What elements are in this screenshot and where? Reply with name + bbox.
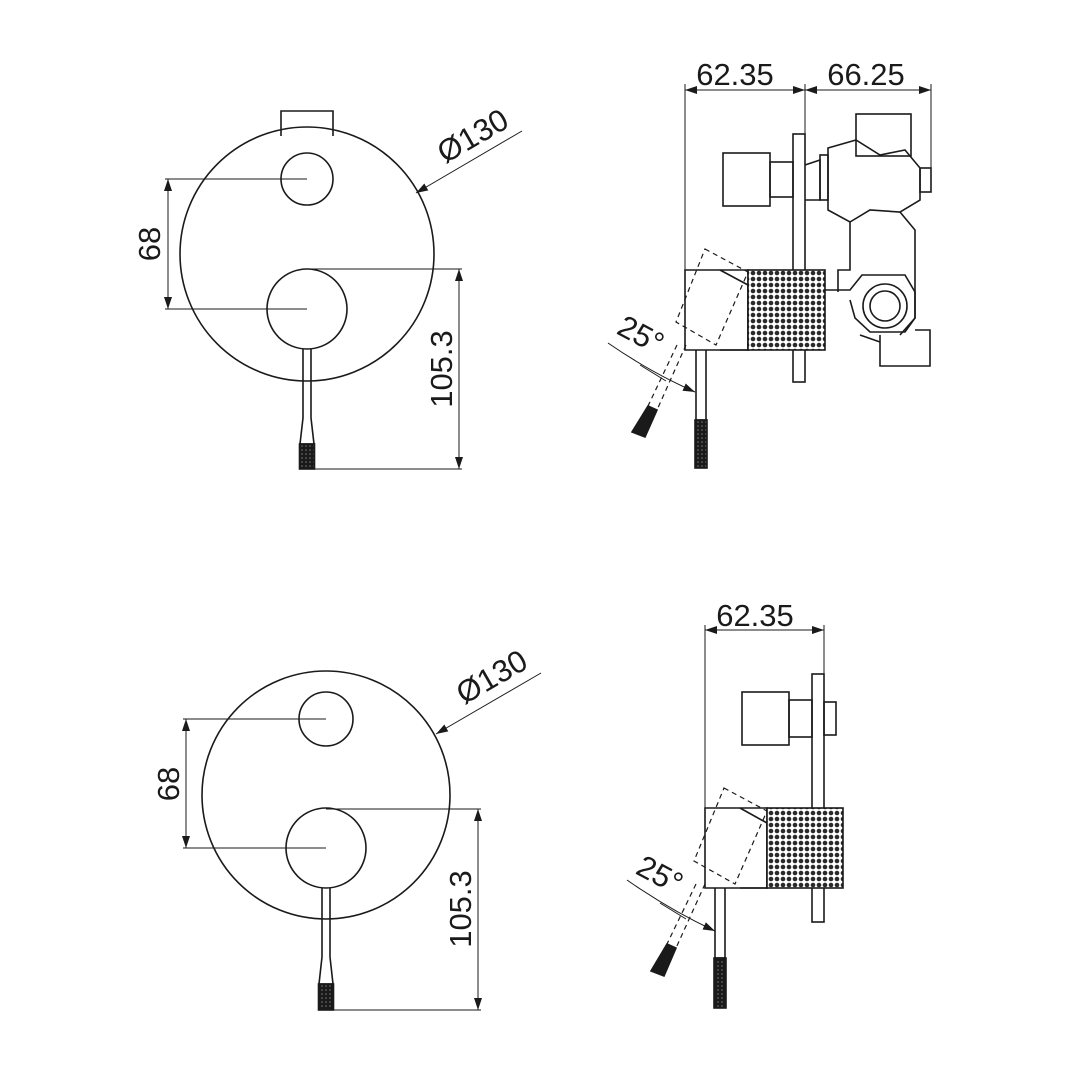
side-lever [695, 350, 707, 421]
side-lever-rotated [647, 344, 687, 411]
angle-ext-line [639, 364, 667, 382]
lever-tip-knurl [298, 443, 316, 470]
side-cover-plate [811, 673, 825, 923]
side-lever-rotated [666, 883, 706, 949]
side-lever-tip [694, 419, 708, 469]
bottom-front-height-label: 105.3 [443, 870, 478, 948]
dimension-depth [684, 84, 932, 270]
mixer-lever [318, 888, 334, 985]
side-lever-rotated-tip [630, 404, 659, 439]
side-cover-plate [792, 133, 806, 383]
dimension-diameter [415, 130, 523, 194]
bottom-side-angle-label: 25° [631, 848, 689, 901]
dimension-diameter [435, 672, 542, 735]
top-side-view [607, 84, 932, 469]
top-front-view [164, 110, 523, 470]
top-front-height-label: 105.3 [424, 330, 459, 408]
side-diverter-knob [722, 152, 771, 207]
side-lever [714, 888, 726, 959]
side-handle-taper [719, 269, 749, 351]
dimension-height [307, 268, 463, 470]
dimension-spacing [164, 178, 307, 310]
cover-plate [201, 670, 451, 920]
angle-arc [626, 879, 716, 932]
cover-plate [179, 126, 435, 382]
side-mixer-handle [704, 807, 768, 889]
bottom-side-depth-front-label: 62.35 [716, 598, 794, 633]
side-lever-tip [713, 957, 727, 1009]
mixer-lever [299, 349, 315, 445]
angle-ext-line [659, 902, 687, 920]
side-diverter-stem [769, 161, 794, 198]
side-diverter-knob [741, 691, 790, 746]
angle-arc [607, 342, 696, 393]
bottom-front-diameter-label: Ø130 [450, 643, 533, 711]
dimension-height [326, 808, 482, 1011]
side-handle-rotated-outline [675, 248, 749, 346]
top-side-angle-label: 25° [612, 308, 670, 361]
side-lever-rotated-tip [649, 942, 678, 978]
top-front-spacing-label: 68 [132, 227, 167, 261]
bottom-front-view [182, 670, 542, 1011]
diverter-stub [280, 110, 334, 136]
side-handle-rotated-outline [693, 787, 768, 885]
bottom-side-view [626, 625, 844, 1009]
side-diverter-back [823, 701, 837, 736]
side-knurl-band [747, 269, 826, 351]
dimension-depth [704, 625, 825, 810]
top-side-depth-body-label: 66.25 [827, 57, 905, 92]
side-diverter-stem [788, 699, 813, 738]
side-knurl-band [766, 807, 844, 889]
dimension-spacing [182, 718, 326, 849]
lever-tip-knurl [317, 983, 335, 1011]
valve-body [804, 113, 932, 367]
side-mixer-handle [684, 269, 749, 351]
top-side-depth-front-label: 62.35 [696, 57, 774, 92]
bottom-front-spacing-label: 68 [151, 767, 186, 801]
